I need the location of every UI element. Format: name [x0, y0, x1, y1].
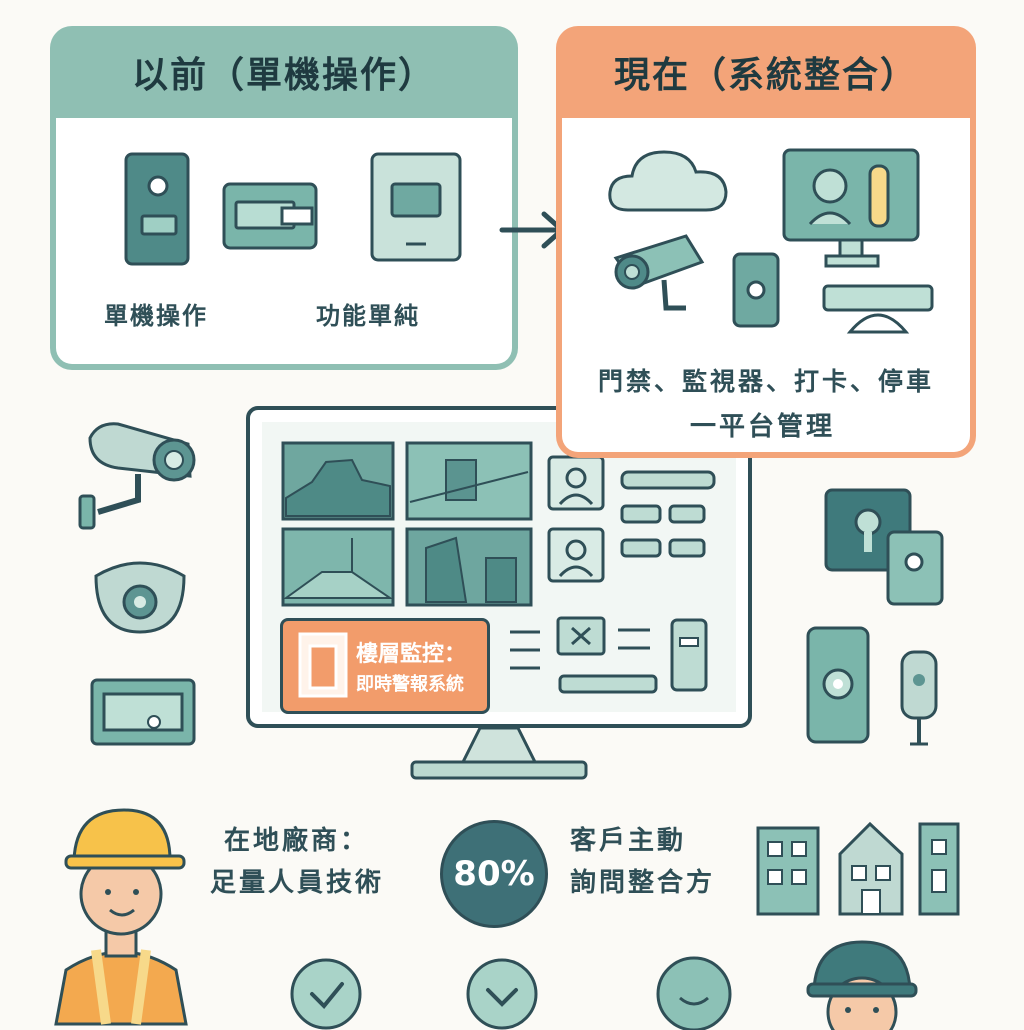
percent-value: 80% [453, 854, 535, 894]
before-caption-right: 功能單純 [316, 302, 420, 330]
info-rows [620, 470, 716, 558]
after-caption-line-2: 一平台管理 [690, 412, 836, 442]
building-alert-icon [298, 632, 348, 698]
profile-card [547, 455, 605, 511]
worker-avatar [806, 940, 918, 1030]
alert-line-1: 樓層監控： [356, 642, 467, 667]
dome-camera-icon [94, 561, 186, 634]
terminal-icon [370, 152, 462, 262]
stat-left-line-2: 足量人員技術 [210, 868, 385, 898]
before-caption-left: 單機操作 [104, 302, 208, 330]
monitor-icon [782, 148, 920, 268]
control-rows [510, 616, 708, 694]
checkmark-icon [290, 958, 362, 1030]
smile-icon [656, 956, 732, 1030]
stat-left-line-1: 在地廠商： [224, 826, 370, 856]
door-reader-icon [124, 152, 190, 266]
lock-reader-icon [824, 488, 944, 606]
after-panel-title: 現在（系統整合） [613, 55, 918, 96]
percent-badge: 80% [440, 820, 548, 928]
card-reader-icon [222, 182, 318, 250]
camera-feed-tile [405, 441, 533, 521]
alert-line-2: 即時警報系統 [356, 674, 464, 695]
camera-feed-tile [405, 527, 533, 607]
pole-reader-icon [900, 650, 938, 746]
nvr-device-icon [90, 678, 196, 746]
before-panel-title: 以前（單機操作） [131, 55, 436, 96]
worker-avatar [54, 808, 188, 1026]
cloud-icon [608, 150, 728, 212]
tablet-reader-icon [806, 626, 870, 744]
stat-right-line-2: 詢問整合方 [570, 868, 716, 898]
after-caption-line-1: 門禁、監視器、打卡、停車 [598, 367, 935, 396]
profile-card [547, 527, 605, 583]
camera-feed-tile [281, 441, 395, 521]
stat-right-line-1: 客戶主動 [570, 826, 687, 856]
barrier-gate-icon [822, 284, 934, 334]
camera-feed-tile [281, 527, 395, 607]
phone-icon [732, 252, 780, 328]
checkmark-icon [466, 958, 538, 1030]
cctv-camera-icon [78, 422, 196, 530]
buildings-icon [756, 821, 960, 916]
cctv-camera-icon [613, 234, 705, 311]
